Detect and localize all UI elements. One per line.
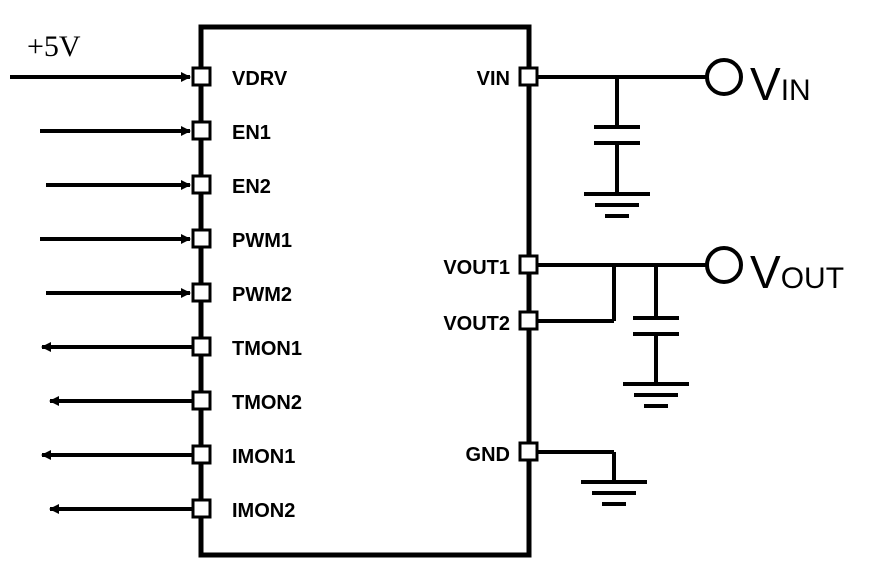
supply-label: +5V (27, 30, 81, 63)
pin-vin-label: VIN (477, 68, 510, 90)
vin-net (537, 75, 707, 218)
gnd-net (537, 450, 647, 506)
pin-imon1-pad (191, 444, 212, 465)
pin-pwm2: PWM2 (46, 282, 292, 306)
pin-vout1-label: VOUT1 (443, 257, 510, 279)
pin-tmon1-pad (191, 336, 212, 357)
pin-tmon2-label: TMON2 (232, 392, 302, 414)
pin-en2-pad (191, 174, 212, 195)
pin-tmon2-pad (191, 390, 212, 411)
pin-gnd-label: GND (466, 444, 510, 466)
pin-en1-label: EN1 (232, 122, 271, 144)
pin-imon2-pad (191, 498, 212, 519)
vin-terminal (705, 58, 743, 96)
pin-en1-pad (191, 120, 212, 141)
vout-terminal (705, 246, 743, 284)
pin-en1: EN1 (40, 120, 271, 144)
pin-vout2-pad (518, 310, 539, 331)
pin-vout1-pad (518, 254, 539, 275)
pin-imon2-label: IMON2 (232, 500, 295, 522)
pin-vin-pad (518, 66, 539, 87)
pin-vout2: VOUT2 (443, 310, 539, 335)
pin-tmon1: TMON1 (41, 336, 302, 360)
pin-gnd-pad (518, 441, 539, 462)
pin-tmon1-label: TMON1 (232, 338, 302, 360)
pin-tmon2: TMON2 (49, 390, 302, 414)
pin-pwm2-pad (191, 282, 212, 303)
pin-vdrv-label: VDRV (232, 68, 288, 90)
pin-imon1-label: IMON1 (232, 446, 295, 468)
pin-imon1: IMON1 (41, 444, 295, 468)
vin-node-label: VIN (750, 58, 811, 110)
vout-net (537, 263, 707, 408)
pin-vout2-label: VOUT2 (443, 313, 510, 335)
pin-pwm2-label: PWM2 (232, 284, 292, 306)
pin-pwm1-label: PWM1 (232, 230, 292, 252)
pin-vout1: VOUT1 (443, 254, 539, 279)
pin-pwm1-pad (191, 228, 212, 249)
pin-pwm1: PWM1 (40, 228, 292, 252)
vout-node-label: VOUT (750, 246, 844, 298)
pin-imon2: IMON2 (49, 498, 295, 522)
pin-vdrv: VDRV (10, 66, 288, 90)
pin-en2-label: EN2 (232, 176, 271, 198)
pin-en2: EN2 (46, 174, 271, 198)
pin-gnd: GND (466, 441, 539, 466)
pin-vdrv-pad (191, 66, 212, 87)
